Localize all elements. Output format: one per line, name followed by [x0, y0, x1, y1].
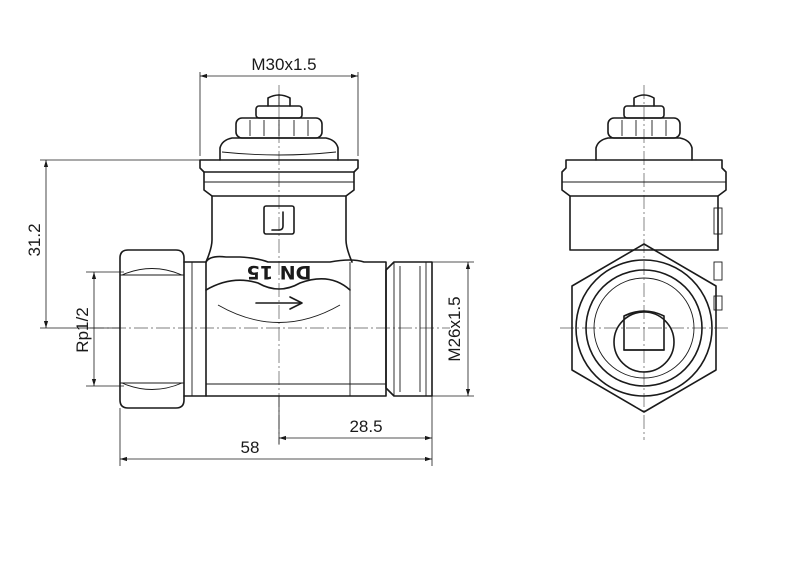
- top-thread-label: M30x1.5: [251, 55, 316, 74]
- inlet-hex-nut: [119, 249, 207, 409]
- j-logo-icon: [263, 205, 295, 235]
- bonnet: [199, 159, 359, 263]
- dim-top-thread: M30x1.5: [199, 55, 359, 156]
- dim-half-length: 28.5: [278, 396, 433, 466]
- dim-height: 31.2: [25, 159, 216, 329]
- overall-length-label: 58: [241, 438, 260, 457]
- nominal-size-label: DN 15: [247, 261, 312, 283]
- arrow-right-icon: [255, 296, 303, 310]
- dim-overall-length: 58: [119, 408, 432, 466]
- body-marking: DN 15: [247, 261, 312, 310]
- dim-outlet-thread: M26x1.5: [432, 261, 474, 397]
- side-view: DN 15 M30x1.5 31.2 Rp1/2: [25, 55, 474, 466]
- thermostat-head: [219, 94, 339, 161]
- height-label: 31.2: [25, 223, 44, 256]
- dim-inlet-thread: Rp1/2: [73, 271, 124, 387]
- half-length-label: 28.5: [349, 417, 382, 436]
- outlet-thread: [385, 261, 433, 397]
- outlet-thread-label: M26x1.5: [445, 296, 464, 361]
- inlet-thread-label: Rp1/2: [73, 307, 92, 352]
- end-view: [560, 85, 728, 440]
- valve-body: [205, 255, 387, 397]
- end-hex-nut: [571, 243, 717, 413]
